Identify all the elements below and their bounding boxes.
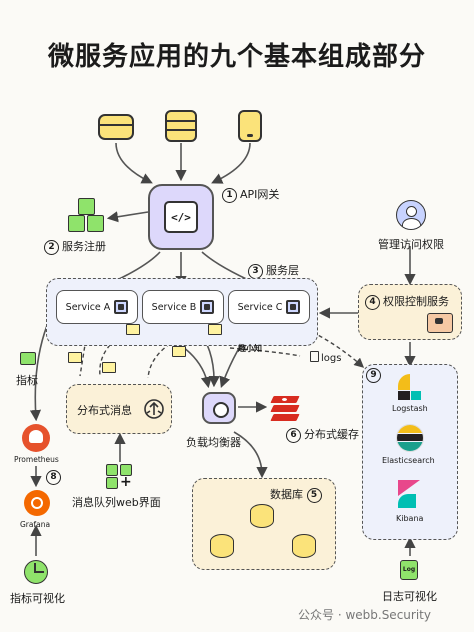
service-b: Service B xyxy=(142,290,224,324)
client-icon-3 xyxy=(238,110,262,142)
kibana-icon xyxy=(398,480,424,508)
message-envelope-icon xyxy=(102,362,116,373)
message-envelope-icon xyxy=(68,352,82,363)
distributed-messaging-label: 分布式消息 xyxy=(77,404,132,417)
client-icon-2 xyxy=(165,110,197,142)
service-c: Service C xyxy=(228,290,310,324)
monitoring-number: 8 xyxy=(46,470,64,485)
service-a: Service A xyxy=(56,290,138,324)
service-registry-icon xyxy=(66,198,106,234)
load-balancer xyxy=(202,392,236,424)
database-label: 数据库 5 xyxy=(270,486,325,503)
database-icon xyxy=(210,534,234,558)
mq-web-ui-label: 消息队列web界面 xyxy=(72,496,161,509)
api-gateway: </> xyxy=(148,184,214,250)
chip-icon xyxy=(200,300,215,314)
logstash-label: Logstash xyxy=(392,404,428,413)
load-balancer-label: 负载均衡器 xyxy=(186,436,241,449)
metrics-viz-label: 指标可视化 xyxy=(10,592,65,605)
log-system xyxy=(362,364,458,540)
author-mark: 趣小知 xyxy=(238,344,262,353)
key-card-icon xyxy=(427,313,453,333)
log-file-icon: Log xyxy=(400,560,418,580)
metrics-monitor-icon xyxy=(20,352,36,365)
prometheus-icon xyxy=(22,424,50,452)
elasticsearch-label: Elasticsearch xyxy=(382,456,435,465)
chip-icon xyxy=(286,300,301,314)
grafana-label: Grafana xyxy=(20,520,51,529)
admin-user-icon xyxy=(396,200,426,230)
logs-label: logs xyxy=(310,351,341,364)
distributed-messaging: 分布式消息 xyxy=(66,384,172,434)
page-title: 微服务应用的九个基本组成部分 xyxy=(47,42,426,72)
log-system-number: 9 xyxy=(366,368,384,383)
message-envelope-icon xyxy=(208,324,222,335)
metrics-label: 指标 xyxy=(16,374,38,387)
balancer-icon xyxy=(213,402,229,418)
database-icon xyxy=(292,534,316,558)
code-window-icon: </> xyxy=(164,201,198,233)
footer-account: 公众号 · webb.Security xyxy=(298,608,431,622)
log-file-icon xyxy=(310,351,319,362)
logstash-icon xyxy=(398,374,422,400)
prometheus-label: Prometheus xyxy=(14,455,59,464)
log-viz-label: 日志可视化 xyxy=(382,590,437,603)
elasticsearch-icon xyxy=(396,424,424,452)
admin-access-label: 管理访问权限 xyxy=(378,238,444,251)
client-icon-1 xyxy=(98,114,134,140)
mq-web-ui-icon: + xyxy=(106,464,134,490)
message-envelope-icon xyxy=(172,346,186,357)
share-icon xyxy=(144,399,164,419)
chip-icon xyxy=(114,300,129,314)
grafana-icon xyxy=(24,490,50,516)
message-envelope-icon xyxy=(126,324,140,335)
database-icon xyxy=(250,504,274,528)
redis-icon xyxy=(268,394,302,422)
kibana-label: Kibana xyxy=(396,514,424,523)
metrics-viz-icon xyxy=(24,560,48,584)
